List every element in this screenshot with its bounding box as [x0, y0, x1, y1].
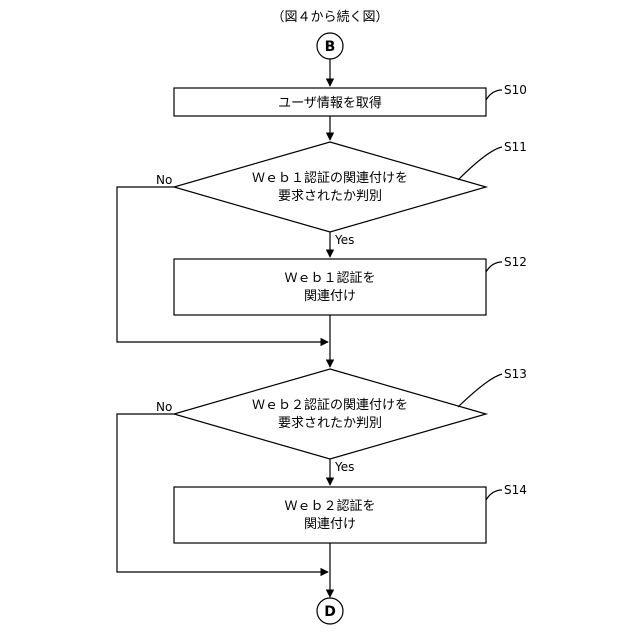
step-s10: ユーザ情報を取得 [174, 88, 486, 116]
step-s10-text: ユーザ情報を取得 [278, 95, 382, 111]
step-s14-id: S14 [504, 483, 527, 497]
step-s10-id: S10 [504, 83, 527, 97]
decision-s13-line2: 要求されたか判別 [278, 416, 382, 431]
decision-s11-line1: Ｗｅｂ１認証の関連付けを [252, 170, 408, 186]
step-s14-line2: 関連付け [304, 517, 356, 532]
start-connector-label: B [325, 39, 336, 55]
step-s12-line2: 関連付け [304, 289, 356, 304]
start-connector: B [317, 33, 343, 59]
end-connector: D [317, 598, 343, 624]
decision-s11: Ｗｅｂ１認証の関連付けを 要求されたか判別 [174, 142, 486, 232]
step-s14: Ｗｅｂ２認証を 関連付け [174, 487, 486, 543]
decision-s11-id: S11 [504, 140, 527, 154]
decision-s13-leader [458, 374, 502, 407]
step-s10-leader [486, 90, 502, 100]
decision-s13-id: S13 [504, 367, 527, 381]
step-s12-leader [486, 262, 502, 272]
decision-s11-leader [458, 147, 502, 180]
step-s14-line1: Ｗｅｂ２認証を [284, 498, 375, 514]
step-s14-leader [486, 490, 502, 500]
figure-caption: （図４から続く図） [271, 10, 388, 25]
decision-s13-yes-label: Yes [334, 460, 354, 474]
decision-s11-line2: 要求されたか判別 [278, 189, 382, 204]
decision-s13: Ｗｅｂ２認証の関連付けを 要求されたか判別 [174, 369, 486, 459]
end-connector-label: D [324, 604, 336, 620]
decision-s13-line1: Ｗｅｂ２認証の関連付けを [252, 397, 408, 413]
step-s12: Ｗｅｂ１認証を 関連付け [174, 259, 486, 315]
step-s12-line1: Ｗｅｂ１認証を [284, 270, 375, 286]
step-s12-id: S12 [504, 255, 527, 269]
decision-s11-yes-label: Yes [334, 233, 354, 247]
decision-s13-no-label: No [156, 400, 172, 414]
decision-s11-no-label: No [156, 173, 172, 187]
